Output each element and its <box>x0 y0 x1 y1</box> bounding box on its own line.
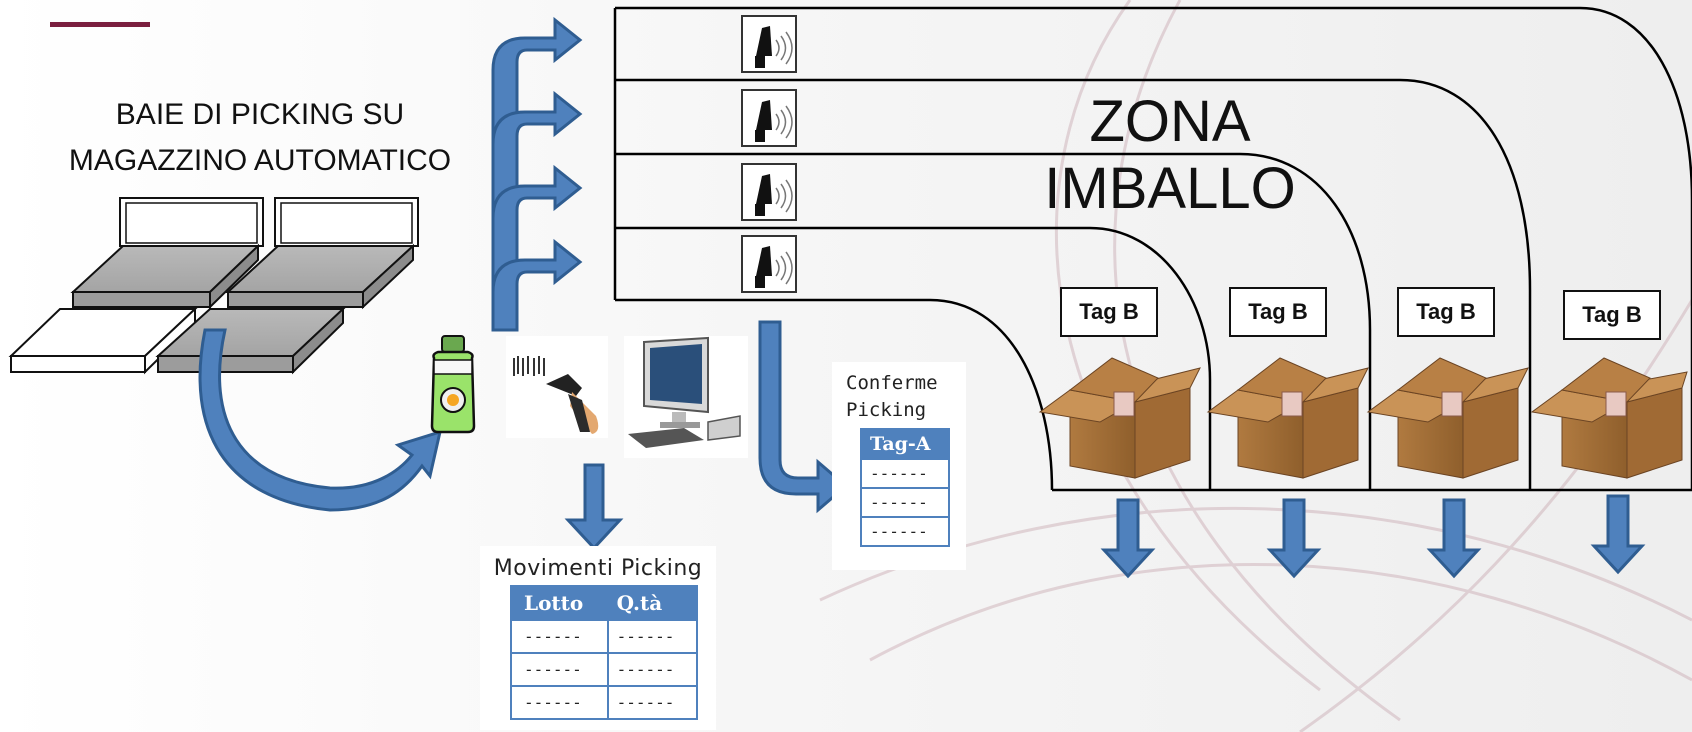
movimenti-cell: ------ <box>606 652 699 687</box>
tag-label: Tag B <box>1397 287 1495 337</box>
movimenti-picking-panel: Movimenti Picking Lotto Q.tà ------ ----… <box>480 546 716 730</box>
bay-title: BAIE DI PICKING SU MAGAZZINO AUTOMATICO <box>40 92 480 184</box>
lane-readers <box>741 15 797 293</box>
conferme-table-cell: ------ <box>860 487 950 518</box>
rfid-tag-icon <box>430 335 476 434</box>
cardboard-box-icon <box>1206 357 1369 479</box>
zone-title: ZONA IMBALLO <box>1044 89 1296 221</box>
conferme-table-header: Tag-A <box>860 428 950 460</box>
movimenti-cell: ------ <box>510 652 609 687</box>
flow-arrow-bay-to-reader <box>198 328 443 512</box>
accent-bar <box>50 22 150 27</box>
conferme-title-line2: Picking <box>846 399 927 421</box>
rfid-reader-icon <box>741 15 797 73</box>
rfid-reader-icon <box>741 235 797 293</box>
cardboard-box-icon <box>1038 357 1201 479</box>
tag-label: Tag B <box>1229 287 1327 337</box>
packing-boxes <box>1038 357 1688 479</box>
conferme-table: Tag-A ------ ------ ------ <box>860 428 950 547</box>
movimenti-table: Lotto Q.tà ------ ------ ------ ------ -… <box>510 585 699 720</box>
conferme-table-cell: ------ <box>860 516 950 547</box>
lane-arrows <box>491 16 583 332</box>
movimenti-header-qty: Q.tà <box>606 585 699 621</box>
flow-arrow-scanner-to-movements <box>564 463 624 551</box>
cardboard-box-icon <box>1530 357 1688 479</box>
movimenti-header-lotto: Lotto <box>510 585 609 621</box>
computer-icon <box>624 336 748 458</box>
conferme-title-line1: Conferme <box>846 372 938 394</box>
movimenti-picking-title: Movimenti Picking <box>493 556 703 581</box>
picking-bays <box>8 197 419 375</box>
bay-title-line1: BAIE DI PICKING SU <box>115 98 405 131</box>
movimenti-cell: ------ <box>606 619 699 654</box>
tag-label: Tag B <box>1563 290 1661 340</box>
conferme-table-cell: ------ <box>860 458 950 489</box>
lane-output-arrows <box>1100 494 1646 579</box>
bay-title-line2: MAGAZZINO AUTOMATICO <box>68 144 452 177</box>
movimenti-cell: ------ <box>606 685 699 720</box>
cardboard-box-icon <box>1366 357 1529 479</box>
tag-label: Tag B <box>1060 287 1158 337</box>
movimenti-cell: ------ <box>510 619 609 654</box>
barcode-scanner-icon <box>506 336 608 438</box>
conferme-picking-panel: Conferme Picking Tag-A ------ ------ ---… <box>832 362 966 570</box>
rfid-reader-icon <box>741 89 797 147</box>
packing-lanes <box>613 6 1692 492</box>
conferme-picking-title: Conferme Picking <box>832 362 966 424</box>
rfid-reader-icon <box>741 163 797 221</box>
movimenti-cell: ------ <box>510 685 609 720</box>
